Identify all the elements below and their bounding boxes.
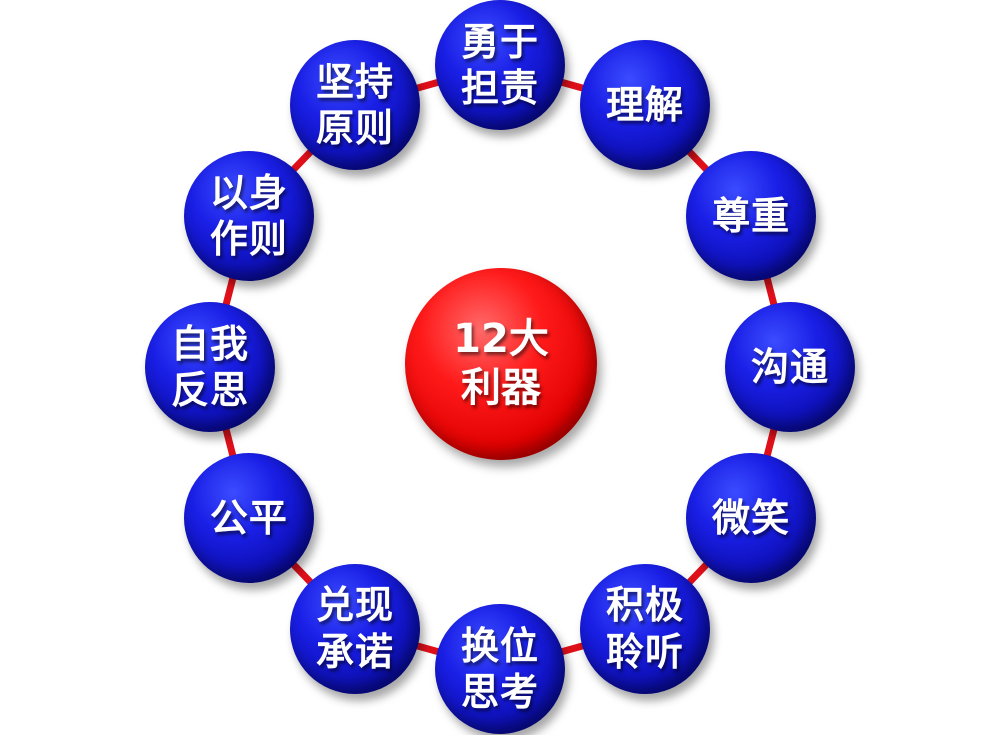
- tool-label-4: 沟通: [750, 344, 829, 389]
- tool-node-5: 微笑: [686, 453, 817, 583]
- tool-label-3: 尊重: [712, 193, 791, 238]
- tool-label-9: 公平: [209, 495, 288, 540]
- tool-node-1: 勇于 担责: [435, 0, 565, 130]
- tool-label-8: 兑现 承诺: [315, 583, 394, 674]
- tool-label-7: 换位 思考: [460, 623, 539, 714]
- tool-node-4: 沟通: [725, 302, 855, 432]
- tool-label-10: 自我 反思: [170, 321, 249, 412]
- tool-node-8: 兑现 承诺: [290, 563, 420, 694]
- tool-label-1: 勇于 担责: [460, 19, 539, 110]
- tool-node-7: 换位 思考: [435, 604, 565, 734]
- tool-node-11: 以身 作则: [183, 151, 314, 281]
- center-label: 12大 利器: [453, 316, 549, 411]
- center-circle: 12大 利器: [405, 268, 597, 460]
- tool-label-6: 积极 聆听: [605, 583, 684, 674]
- tool-label-2: 理解: [605, 83, 684, 128]
- tool-node-12: 坚持 原则: [290, 40, 420, 171]
- tool-label-5: 微笑: [712, 495, 791, 540]
- tool-node-3: 尊重: [686, 151, 817, 281]
- tool-label-12: 坚持 原则: [315, 60, 394, 151]
- tool-node-6: 积极 聆听: [580, 563, 710, 694]
- tool-node-9: 公平: [183, 453, 314, 583]
- tool-node-10: 自我 反思: [145, 302, 275, 432]
- tool-node-2: 理解: [580, 40, 710, 171]
- tool-label-11: 以身 作则: [209, 170, 288, 261]
